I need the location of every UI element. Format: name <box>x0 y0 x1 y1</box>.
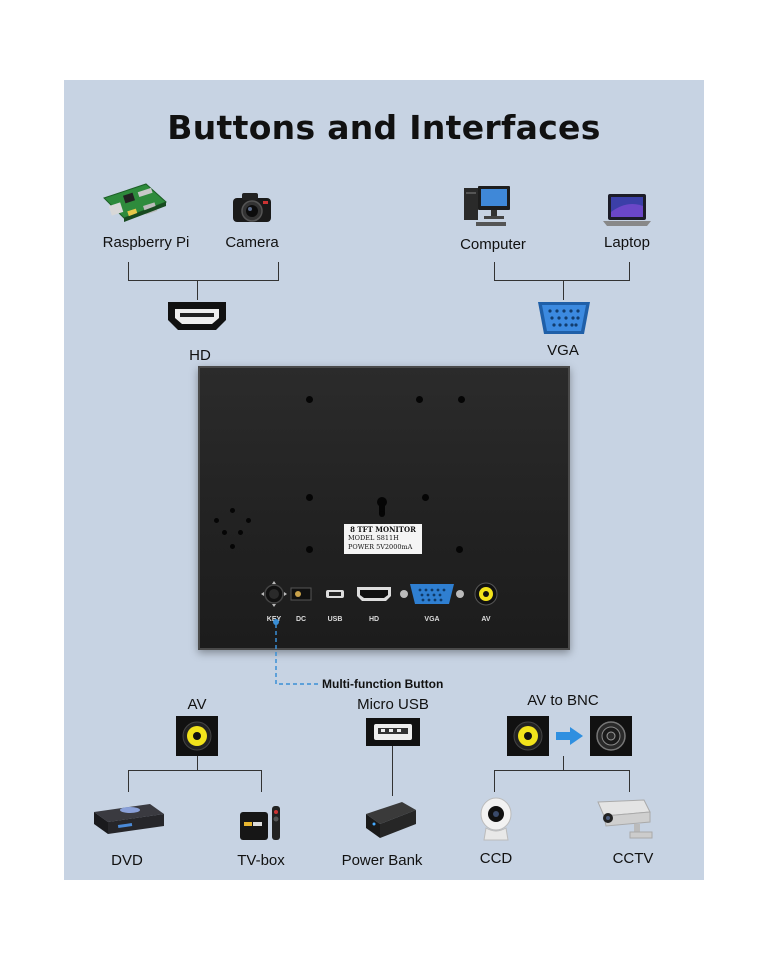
connector-line <box>629 770 630 792</box>
hdmi-connector-icon <box>168 302 226 330</box>
screw-hole <box>306 494 313 501</box>
screw-hole <box>306 396 313 403</box>
tv-box-icon <box>240 806 280 840</box>
connector-line <box>128 770 262 771</box>
hd-port-label: HD <box>189 347 211 364</box>
port-label-av: AV <box>481 616 491 623</box>
desktop-computer-icon <box>464 186 510 226</box>
raspberry-pi-board-icon <box>103 183 167 222</box>
port-label-key: KEY <box>266 616 282 623</box>
monitor-back-panel: 8 TFT MONITOR MODEL S811H POWER 5V2000mA <box>198 366 570 650</box>
speaker-hole <box>230 508 235 513</box>
arrow-right-icon <box>556 727 583 745</box>
plate-title: 8 TFT MONITOR <box>350 525 416 534</box>
connector-line <box>128 770 129 792</box>
dvd-player-icon <box>94 804 164 834</box>
av-to-bnc-label: AV to BNC <box>527 692 599 709</box>
raspberry-pi-label: Raspberry Pi <box>102 234 190 251</box>
screw-hole <box>458 396 465 403</box>
power-bank-icon <box>366 802 416 838</box>
laptop-label: Laptop <box>604 234 650 251</box>
dc-power-port[interactable] <box>290 587 312 601</box>
multi-function-button-label: Multi-function Button <box>322 677 444 691</box>
model-plate: 8 TFT MONITOR MODEL S811H POWER 5V2000mA <box>344 524 422 554</box>
micro-usb-label: Micro USB <box>357 696 429 713</box>
vga-connector-icon <box>538 302 590 334</box>
speaker-hole <box>214 518 219 523</box>
cctv-label: CCTV <box>612 850 654 867</box>
av-port[interactable] <box>474 582 498 606</box>
power-bank-label: Power Bank <box>341 852 423 869</box>
port-label-usb: USB <box>327 616 343 623</box>
connector-line <box>197 756 198 770</box>
connector-line <box>261 770 262 792</box>
connector-line <box>128 280 279 281</box>
screw-hole <box>422 494 429 501</box>
av-port-label: AV <box>187 696 207 713</box>
bnc-connector-icon <box>590 716 632 756</box>
port-label-dc: DC <box>295 616 307 623</box>
hdmi-port[interactable] <box>356 586 392 602</box>
connector-line <box>563 756 564 770</box>
connector-line <box>563 280 564 300</box>
camera-icon <box>233 193 271 222</box>
connector-line <box>494 280 630 281</box>
connector-line <box>629 262 630 280</box>
ccd-label: CCD <box>479 850 513 867</box>
port-label-hd: HD <box>368 616 380 623</box>
laptop-icon <box>603 194 651 226</box>
speaker-hole <box>230 544 235 549</box>
connector-line <box>392 746 393 796</box>
connector-line <box>494 770 495 792</box>
dvd-label: DVD <box>111 852 143 869</box>
av-jack-icon <box>176 716 218 756</box>
camera-label: Camera <box>225 234 279 251</box>
connector-line <box>128 262 129 280</box>
plate-model: MODEL S811H <box>348 534 399 542</box>
port-label-vga: VGA <box>424 616 440 623</box>
tv-box-label: TV-box <box>237 852 285 869</box>
av-jack-icon <box>507 716 549 756</box>
multi-function-callout-line <box>273 619 320 685</box>
screw-hole <box>416 396 423 403</box>
vga-port[interactable] <box>398 582 466 606</box>
speaker-hole <box>238 530 243 535</box>
speaker-hole <box>246 518 251 523</box>
usb-port-icon <box>366 718 420 746</box>
key-joystick-button[interactable] <box>260 580 288 610</box>
computer-label: Computer <box>460 236 526 253</box>
screw-hole <box>456 546 463 553</box>
page-title: Buttons and Interfaces <box>167 108 601 147</box>
connector-line <box>278 262 279 280</box>
connector-line <box>494 262 495 280</box>
micro-usb-port[interactable] <box>324 587 346 601</box>
screw-hole <box>306 546 313 553</box>
cctv-camera-icon <box>597 799 653 839</box>
speaker-hole <box>222 530 227 535</box>
wall-mount-keyhole <box>377 497 387 517</box>
vga-port-label: VGA <box>547 342 579 359</box>
ccd-camera-icon <box>480 797 512 841</box>
plate-power: POWER 5V2000mA <box>348 543 413 551</box>
connector-line <box>197 280 198 300</box>
connector-line <box>494 770 630 771</box>
